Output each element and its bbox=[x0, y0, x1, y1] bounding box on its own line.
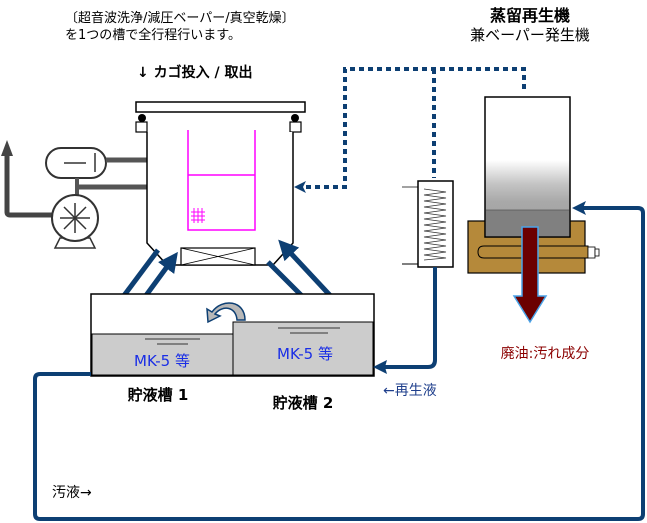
workpiece-icon bbox=[191, 208, 205, 223]
tank1-liquid bbox=[91, 333, 234, 376]
basket-icon bbox=[187, 130, 256, 231]
tank2-liquid bbox=[232, 321, 374, 376]
vapor-line bbox=[305, 67, 526, 189]
waste-oil-arrow-icon bbox=[512, 226, 548, 324]
distiller-subtitle: 兼ベーパー発生機 bbox=[470, 26, 590, 44]
tank2-label: 貯液槽 2 bbox=[273, 394, 334, 412]
chamber-lid bbox=[135, 101, 306, 113]
exhaust-arrow-icon bbox=[1, 140, 13, 156]
waste-oil-label: 廃油:汚れ成分 bbox=[501, 345, 590, 362]
storage-tanks: MK-5 等 MK-5 等 bbox=[90, 293, 375, 377]
condenser bbox=[402, 180, 454, 268]
condenser-coil-icon bbox=[417, 180, 454, 268]
pump-base bbox=[53, 237, 97, 249]
dirty-liquid-label: 汚液→ bbox=[52, 485, 92, 501]
chamber-body bbox=[146, 132, 294, 266]
dirty-liquid-arrow-icon bbox=[572, 201, 586, 215]
regenerated-arrow-icon bbox=[373, 360, 387, 374]
distiller-title: 蒸留再生機 bbox=[490, 6, 570, 25]
process-description-line1: 〔超音波洗浄/減圧ベーパー/真空乾燥〕 bbox=[65, 10, 295, 26]
tank1-content: MK-5 等 bbox=[134, 352, 190, 370]
basket-io-label: ↓ カゴ投入 / 取出 bbox=[137, 64, 252, 81]
vapor-arrow-icon bbox=[294, 181, 306, 193]
process-description-line2: を1つの槽で全行程行います。 bbox=[65, 27, 241, 43]
tank2-content: MK-5 等 bbox=[277, 345, 333, 363]
regenerated-liquid-label: ←再生液 bbox=[383, 383, 437, 399]
dirty-liquid-line bbox=[33, 206, 645, 521]
overflow-arrow-icon bbox=[206, 302, 246, 324]
exhaust-pipe bbox=[4, 152, 53, 218]
tank1-label: 貯液槽 1 bbox=[128, 386, 189, 404]
regenerated-liquid-line bbox=[385, 267, 437, 369]
vacuum-pump-system bbox=[1, 140, 147, 249]
cleaning-chamber bbox=[135, 101, 306, 266]
